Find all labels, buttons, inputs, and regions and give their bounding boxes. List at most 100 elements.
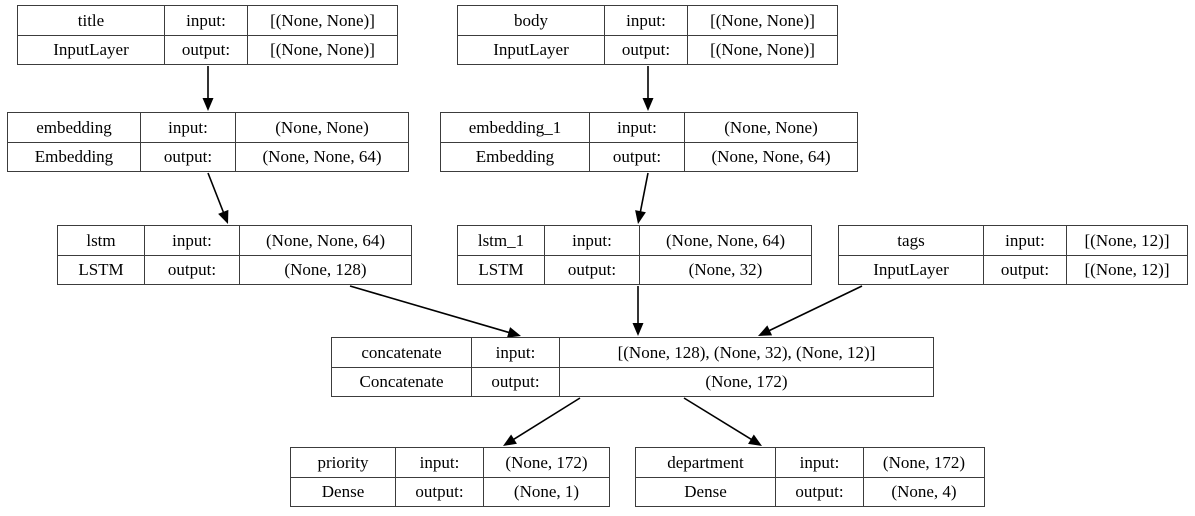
layer-class-name: InputLayer <box>458 35 605 64</box>
edge-concatenate-to-department <box>683 397 762 446</box>
output-label: output: <box>776 477 864 506</box>
layer-class-name: Dense <box>636 477 776 506</box>
edge-lstm_1-to-concatenate <box>632 286 644 336</box>
output-label: output: <box>165 35 248 64</box>
arrowhead-icon <box>642 98 654 111</box>
input-label: input: <box>984 226 1067 255</box>
output-shape: (None, 128) <box>284 260 367 280</box>
input-label: input: <box>590 113 685 142</box>
edge-line <box>511 397 581 441</box>
edge-embedding-to-lstm <box>207 172 229 224</box>
layer-name: embedding <box>8 113 141 142</box>
output-shape: (None, 4) <box>891 482 957 502</box>
input-label: input: <box>472 338 560 367</box>
input-shape: (None, 172) <box>505 452 588 472</box>
output-label: output: <box>141 142 236 171</box>
edge-line <box>767 285 863 332</box>
arrowhead-icon <box>632 323 644 336</box>
output-label: output: <box>396 477 484 506</box>
edge-body-to-embedding_1 <box>642 66 654 111</box>
input-shape: [(None, 128), (None, 32), (None, 12)] <box>617 342 876 362</box>
edge-concatenate-to-priority <box>503 397 581 446</box>
edge-lstm-to-concatenate <box>349 285 521 338</box>
layer-name: embedding_1 <box>441 113 590 142</box>
output-shape: (None, None, 64) <box>262 147 382 167</box>
input-shape: [(None, None)] <box>710 10 815 30</box>
edge-line <box>639 172 649 214</box>
layer-name: title <box>18 6 165 35</box>
edge-line <box>683 397 754 441</box>
output-shape: [(None, None)] <box>270 40 375 60</box>
layer-class-name: InputLayer <box>839 255 984 284</box>
input-shape: (None, None) <box>724 117 818 137</box>
arrowhead-icon <box>635 210 646 224</box>
output-shape: (None, 172) <box>705 372 788 392</box>
input-label: input: <box>776 448 864 477</box>
layer-class-name: InputLayer <box>18 35 165 64</box>
edge-line <box>349 285 511 334</box>
edge-title-to-embedding <box>202 66 214 111</box>
edge-tags-to-concatenate <box>758 285 863 336</box>
output-label: output: <box>605 35 688 64</box>
output-label: output: <box>984 255 1067 284</box>
output-label: output: <box>472 367 560 396</box>
input-label: input: <box>545 226 640 255</box>
input-label: input: <box>165 6 248 35</box>
layer-name: concatenate <box>332 338 472 367</box>
layer-class-name: Embedding <box>8 142 141 171</box>
output-shape: (None, 32) <box>688 260 763 280</box>
layer-name: department <box>636 448 776 477</box>
layer-class-name: Concatenate <box>332 367 472 396</box>
input-shape: (None, None) <box>275 117 369 137</box>
output-label: output: <box>545 255 640 284</box>
arrowhead-icon <box>503 434 517 446</box>
output-shape: (None, 1) <box>513 482 580 502</box>
layer-class-name: Embedding <box>441 142 590 171</box>
input-label: input: <box>141 113 236 142</box>
input-label: input: <box>145 226 240 255</box>
input-shape: (None, None, 64) <box>266 230 385 250</box>
input-label: input: <box>605 6 688 35</box>
edge-line <box>207 172 225 215</box>
layer-name: lstm_1 <box>458 226 545 255</box>
arrowhead-icon <box>748 434 762 446</box>
layer-class-name: LSTM <box>58 255 145 284</box>
layer-class-name: Dense <box>291 477 396 506</box>
input-shape: (None, None, 64) <box>666 230 785 250</box>
input-shape: (None, 172) <box>882 452 966 472</box>
output-label: output: <box>145 255 240 284</box>
output-shape: [(None, 12)] <box>1084 260 1170 280</box>
edge-embedding_1-to-lstm_1 <box>635 172 649 224</box>
layer-name: lstm <box>58 226 145 255</box>
input-shape: [(None, 12)] <box>1084 230 1170 250</box>
input-shape: [(None, None)] <box>270 10 375 30</box>
arrowhead-icon <box>218 209 229 224</box>
layer-name: tags <box>839 226 984 255</box>
output-shape: (None, None, 64) <box>711 147 831 167</box>
layer-class-name: LSTM <box>458 255 545 284</box>
